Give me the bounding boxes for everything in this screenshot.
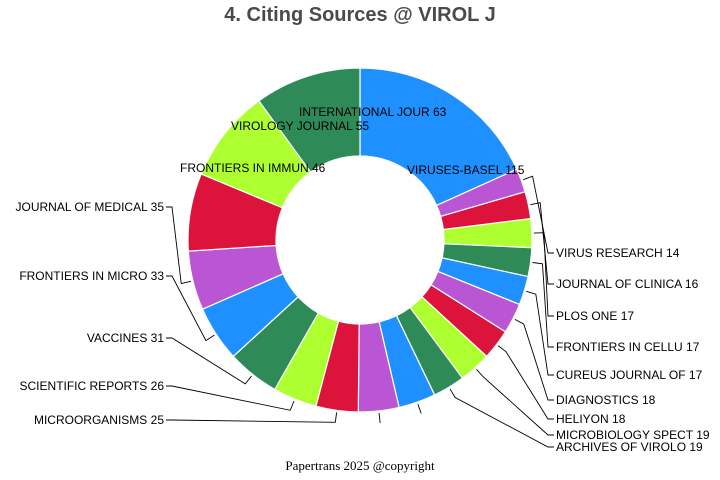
slice-label-12: MICROORGANISMS 25 <box>34 413 164 427</box>
leader-line-15 <box>166 275 215 342</box>
leader-line-12 <box>166 412 338 423</box>
slice-label-3: PLOS ONE 17 <box>556 309 634 323</box>
slice-label-10: JOURNAL OF VIROLOG 22 <box>556 0 707 3</box>
slice-label-6: DIAGNOSTICS 18 <box>556 393 656 407</box>
slice-label-18: VIROLOGY JOURNAL 55 <box>231 119 369 133</box>
chart-title: 4. Citing Sources @ VIROL J <box>224 4 496 26</box>
slice-label-13: SCIENTIFIC REPORTS 26 <box>20 379 165 393</box>
slice-label-7: HELIYON 18 <box>556 412 626 426</box>
leader-line-7 <box>497 345 554 420</box>
leader-line-9 <box>449 388 554 448</box>
slice-label-8: MICROBIOLOGY SPECT 19 <box>556 428 710 442</box>
slice-label-14: VACCINES 31 <box>87 331 164 345</box>
leader-line-1 <box>523 175 554 254</box>
slice-label-0: VIRUSES-BASEL 115 <box>407 163 525 177</box>
slice-19 <box>258 67 361 173</box>
slice-label-19: INTERNATIONAL JOUR 63 <box>299 105 447 119</box>
leader-line-14 <box>166 337 252 385</box>
leader-line-6 <box>514 318 554 401</box>
leader-line-2 <box>530 202 554 285</box>
leader-line-16 <box>166 206 192 285</box>
slice-0 <box>359 67 518 207</box>
slice-label-9: ARCHIVES OF VIROLO 19 <box>556 440 703 454</box>
leader-line-4 <box>532 262 554 348</box>
slice-label-1: VIRUS RESEARCH 14 <box>556 246 680 260</box>
slice-label-11: PATHOGENS 24 <box>556 0 647 3</box>
slice-label-16: JOURNAL OF MEDICAL 35 <box>16 200 165 214</box>
leader-line-13 <box>166 385 295 411</box>
leader-line-11 <box>378 412 381 423</box>
leader-line-5 <box>526 290 554 376</box>
footer-copyright: Papertrans 2025 @copyright <box>285 458 435 473</box>
leader-line-3 <box>533 232 554 317</box>
leader-line-10 <box>417 403 422 414</box>
slice-label-2: JOURNAL OF CLINICA 16 <box>556 277 699 291</box>
slice-label-17: FRONTIERS IN IMMUN 46 <box>180 161 326 175</box>
slice-label-5: CUREUS JOURNAL OF 17 <box>556 368 703 382</box>
slice-label-4: FRONTIERS IN CELLU 17 <box>556 340 700 354</box>
leader-line-8 <box>476 369 554 436</box>
slice-label-15: FRONTIERS IN MICRO 33 <box>19 269 164 283</box>
